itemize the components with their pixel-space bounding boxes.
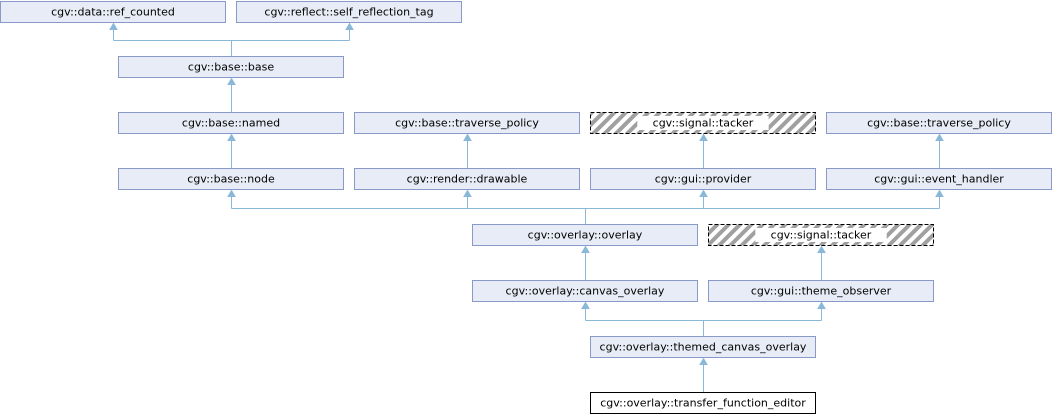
- class-name-label: cgv::overlay::overlay: [528, 229, 643, 242]
- class-node-canvas_overlay[interactable]: cgv::overlay::canvas_overlay: [472, 280, 698, 302]
- class-name-label: cgv::base::named: [182, 117, 280, 130]
- class-name-label: cgv::gui::event_handler: [874, 173, 1004, 186]
- class-node-traverse_policy_1[interactable]: cgv::base::traverse_policy: [354, 112, 580, 134]
- class-node-self_reflection_tag[interactable]: cgv::reflect::self_reflection_tag: [236, 1, 462, 23]
- class-node-named[interactable]: cgv::base::named: [118, 112, 344, 134]
- class-name-label: cgv::overlay::themed_canvas_overlay: [600, 341, 807, 354]
- edges-layer: [109, 22, 944, 393]
- inheritance-edge-transfer_function_editor: [699, 357, 708, 393]
- class-name-label: cgv::render::drawable: [407, 173, 528, 186]
- arrowhead-icon: [935, 189, 944, 197]
- inheritance-edge-provider: [699, 133, 708, 169]
- class-node-event_handler[interactable]: cgv::gui::event_handler: [826, 168, 1052, 190]
- class-node-theme_observer[interactable]: cgv::gui::theme_observer: [708, 280, 934, 302]
- inheritance-edge-node: [227, 133, 236, 169]
- arrowhead-icon: [345, 22, 354, 30]
- class-name-label: cgv::base::base: [188, 61, 274, 74]
- arrowhead-icon: [227, 77, 236, 85]
- inheritance-edge-named: [227, 77, 236, 113]
- arrowhead-icon: [817, 245, 826, 253]
- class-name-label: cgv::signal::tacker: [771, 229, 872, 242]
- class-name-label: cgv::data::ref_counted: [51, 6, 175, 19]
- class-name-label: cgv::overlay::canvas_overlay: [506, 285, 665, 298]
- class-node-transfer_function_editor[interactable]: cgv::overlay::transfer_function_editor: [590, 392, 816, 414]
- class-box[interactable]: [590, 168, 816, 190]
- class-node-traverse_policy_2[interactable]: cgv::base::traverse_policy: [826, 112, 1052, 134]
- class-name-label: cgv::gui::theme_observer: [751, 285, 892, 298]
- class-node-ref_counted[interactable]: cgv::data::ref_counted: [0, 1, 226, 23]
- arrowhead-icon: [817, 301, 826, 309]
- class-box[interactable]: [118, 168, 344, 190]
- inheritance-edge-theme_observer: [817, 245, 826, 281]
- inheritance-edge-canvas_overlay: [581, 245, 590, 281]
- label-backdrop: [637, 116, 769, 130]
- class-box[interactable]: [590, 392, 816, 414]
- class-name-label: cgv::signal::tacker: [653, 117, 754, 130]
- arrowhead-icon: [581, 245, 590, 253]
- class-node-tacker_1[interactable]: cgv::signal::tacker: [590, 112, 816, 134]
- class-box[interactable]: [472, 280, 698, 302]
- class-name-label: cgv::reflect::self_reflection_tag: [264, 6, 433, 19]
- arrowhead-icon: [699, 189, 708, 197]
- class-node-overlay[interactable]: cgv::overlay::overlay: [472, 224, 698, 246]
- class-name-label: cgv::base::node: [187, 173, 275, 186]
- class-box[interactable]: [708, 280, 934, 302]
- arrowhead-icon: [581, 301, 590, 309]
- class-name-label: cgv::gui::provider: [655, 173, 752, 186]
- class-box[interactable]: [236, 1, 462, 23]
- class-box[interactable]: [590, 336, 816, 358]
- arrowhead-icon: [109, 22, 118, 30]
- class-node-themed_canvas_overlay[interactable]: cgv::overlay::themed_canvas_overlay: [590, 336, 816, 358]
- class-node-provider[interactable]: cgv::gui::provider: [590, 168, 816, 190]
- arrowhead-icon: [699, 133, 708, 141]
- class-name-label: cgv::overlay::transfer_function_editor: [600, 397, 806, 410]
- inheritance-edge-base: [109, 22, 354, 57]
- class-name-label: cgv::base::traverse_policy: [395, 117, 539, 130]
- label-backdrop: [755, 228, 887, 242]
- arrowhead-icon: [227, 189, 236, 197]
- inheritance-edge-event_handler: [935, 133, 944, 169]
- arrowhead-icon: [463, 133, 472, 141]
- inheritance-edge-themed_canvas_overlay: [581, 301, 826, 337]
- class-name-label: cgv::base::traverse_policy: [867, 117, 1011, 130]
- class-node-base[interactable]: cgv::base::base: [118, 56, 344, 78]
- class-box[interactable]: [118, 56, 344, 78]
- arrowhead-icon: [463, 189, 472, 197]
- inheritance-edge-overlay: [227, 189, 944, 225]
- arrowhead-icon: [227, 133, 236, 141]
- class-box[interactable]: [354, 112, 580, 134]
- class-box[interactable]: [0, 1, 226, 23]
- arrowhead-icon: [699, 357, 708, 365]
- inheritance-edge-drawable: [463, 133, 472, 169]
- class-box[interactable]: [472, 224, 698, 246]
- class-box[interactable]: [354, 168, 580, 190]
- class-node-tacker_2[interactable]: cgv::signal::tacker: [708, 224, 934, 246]
- class-node-drawable[interactable]: cgv::render::drawable: [354, 168, 580, 190]
- class-node-node[interactable]: cgv::base::node: [118, 168, 344, 190]
- arrowhead-icon: [935, 133, 944, 141]
- class-box[interactable]: [118, 112, 344, 134]
